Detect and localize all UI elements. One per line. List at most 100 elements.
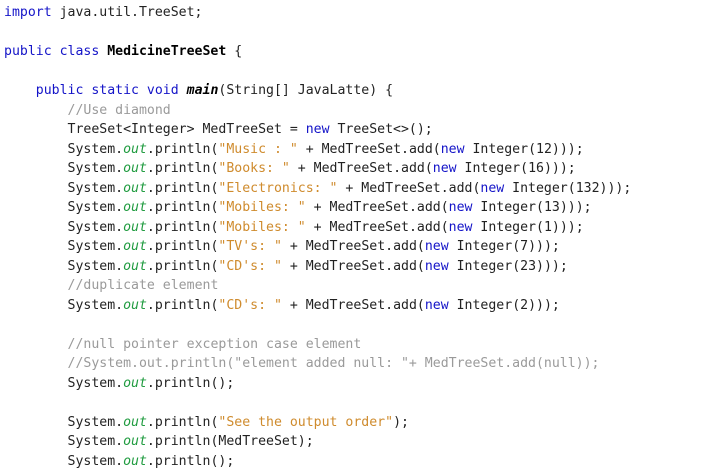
- code-line[interactable]: System.out.println("CD's: " + MedTreeSet…: [0, 296, 719, 316]
- code-static-field: out: [123, 161, 147, 176]
- code-keyword: new: [441, 142, 465, 157]
- code-line[interactable]: System.out.println("Mobiles: " + MedTree…: [0, 198, 719, 218]
- code-text: {: [226, 44, 242, 59]
- code-static-field: out: [123, 142, 147, 157]
- code-keyword: new: [425, 239, 449, 254]
- code-text: Integer(16)));: [457, 161, 576, 176]
- code-text: [4, 103, 68, 118]
- code-text: Integer(12)));: [465, 142, 584, 157]
- code-comment: //null pointer exception case element: [68, 337, 362, 352]
- code-line[interactable]: System.out.println("Electronics: " + Med…: [0, 179, 719, 199]
- code-string-literal: "Music : ": [218, 142, 297, 157]
- code-text: Integer(2)));: [449, 298, 560, 313]
- code-line[interactable]: System.out.println("Music : " + MedTreeS…: [0, 140, 719, 160]
- code-editor[interactable]: import java.util.TreeSet; public class M…: [0, 0, 719, 433]
- code-keyword: new: [425, 259, 449, 274]
- code-text: .println(: [147, 161, 218, 176]
- code-static-field: out: [123, 200, 147, 215]
- code-text: + MedTreeSet.add(: [282, 259, 425, 274]
- code-class-name: MedicineTreeSet: [107, 44, 226, 59]
- code-text: System.: [4, 200, 123, 215]
- code-keyword: new: [449, 200, 473, 215]
- code-string-literal: "Mobiles: ": [218, 200, 305, 215]
- code-comment: //duplicate element: [68, 278, 219, 293]
- code-text: System.: [4, 415, 123, 430]
- code-static-field: out: [123, 434, 147, 449]
- code-text: .println(: [147, 239, 218, 254]
- code-line[interactable]: System.out.println();: [0, 374, 719, 394]
- code-text: [4, 337, 68, 352]
- code-line[interactable]: [0, 62, 719, 82]
- code-text: + MedTreeSet.add(: [282, 239, 425, 254]
- code-text: TreeSet<Integer> MedTreeSet =: [4, 122, 306, 137]
- code-line[interactable]: System.out.println();: [0, 452, 719, 471]
- code-line[interactable]: [0, 393, 719, 413]
- code-line[interactable]: System.out.println("CD's: " + MedTreeSet…: [0, 257, 719, 277]
- code-line[interactable]: System.out.println("Mobiles: " + MedTree…: [0, 218, 719, 238]
- code-line[interactable]: public static void main(String[] JavaLat…: [0, 81, 719, 101]
- code-text: TreeSet<>();: [330, 122, 433, 137]
- code-line[interactable]: //Use diamond: [0, 101, 719, 121]
- code-string-literal: "CD's: ": [218, 259, 282, 274]
- code-line[interactable]: [0, 315, 719, 335]
- code-text: + MedTreeSet.add(: [306, 220, 449, 235]
- code-text: System.: [4, 298, 123, 313]
- code-keyword: new: [480, 181, 504, 196]
- code-static-field: out: [123, 415, 147, 430]
- code-line[interactable]: import java.util.TreeSet;: [0, 3, 719, 23]
- code-static-field: out: [123, 259, 147, 274]
- code-text: System.: [4, 239, 123, 254]
- code-text: .println(: [147, 200, 218, 215]
- code-lines-container[interactable]: import java.util.TreeSet; public class M…: [0, 3, 719, 471]
- code-text: System.: [4, 376, 123, 391]
- code-text: + MedTreeSet.add(: [306, 200, 449, 215]
- code-text: + MedTreeSet.add(: [290, 161, 433, 176]
- code-text: [4, 83, 36, 98]
- code-text: System.: [4, 434, 123, 449]
- code-keyword: public class: [4, 44, 107, 59]
- code-text: .println();: [147, 376, 234, 391]
- code-keyword: new: [433, 161, 457, 176]
- code-keyword: new: [306, 122, 330, 137]
- code-comment: //Use diamond: [68, 103, 171, 118]
- code-static-field: out: [123, 239, 147, 254]
- code-line[interactable]: System.out.println("Books: " + MedTreeSe…: [0, 159, 719, 179]
- code-text: System.: [4, 142, 123, 157]
- code-text: Integer(23)));: [449, 259, 568, 274]
- code-text: java.util.TreeSet;: [52, 5, 203, 20]
- code-text: + MedTreeSet.add(: [298, 142, 441, 157]
- code-text: Integer(132)));: [504, 181, 631, 196]
- code-string-literal: "TV's: ": [218, 239, 282, 254]
- code-static-field: out: [123, 220, 147, 235]
- code-line[interactable]: TreeSet<Integer> MedTreeSet = new TreeSe…: [0, 120, 719, 140]
- code-text: [4, 356, 68, 371]
- code-text: .println();: [147, 454, 234, 469]
- code-text: System.: [4, 161, 123, 176]
- code-static-field: out: [123, 298, 147, 313]
- code-text: System.: [4, 454, 123, 469]
- code-text: (String[] JavaLatte) {: [218, 83, 393, 98]
- code-line[interactable]: //System.out.println("element added null…: [0, 354, 719, 374]
- code-string-literal: "CD's: ": [218, 298, 282, 313]
- code-text: System.: [4, 220, 123, 235]
- code-line[interactable]: System.out.println(MedTreeSet);: [0, 432, 719, 452]
- code-line[interactable]: public class MedicineTreeSet {: [0, 42, 719, 62]
- code-text: .println(: [147, 142, 218, 157]
- code-keyword: public static void: [36, 83, 187, 98]
- code-text: .println(: [147, 181, 218, 196]
- code-line[interactable]: //null pointer exception case element: [0, 335, 719, 355]
- code-text: System.: [4, 259, 123, 274]
- code-static-field: out: [123, 181, 147, 196]
- code-text: .println(: [147, 220, 218, 235]
- code-line[interactable]: [0, 23, 719, 43]
- code-static-field: out: [123, 454, 147, 469]
- code-text: + MedTreeSet.add(: [282, 298, 425, 313]
- code-text: .println(MedTreeSet);: [147, 434, 314, 449]
- code-line[interactable]: System.out.println("See the output order…: [0, 413, 719, 433]
- code-line[interactable]: System.out.println("TV's: " + MedTreeSet…: [0, 237, 719, 257]
- code-keyword: import: [4, 5, 52, 20]
- code-keyword: new: [425, 298, 449, 313]
- code-line[interactable]: //duplicate element: [0, 276, 719, 296]
- code-text: .println(: [147, 259, 218, 274]
- code-string-literal: "Books: ": [218, 161, 289, 176]
